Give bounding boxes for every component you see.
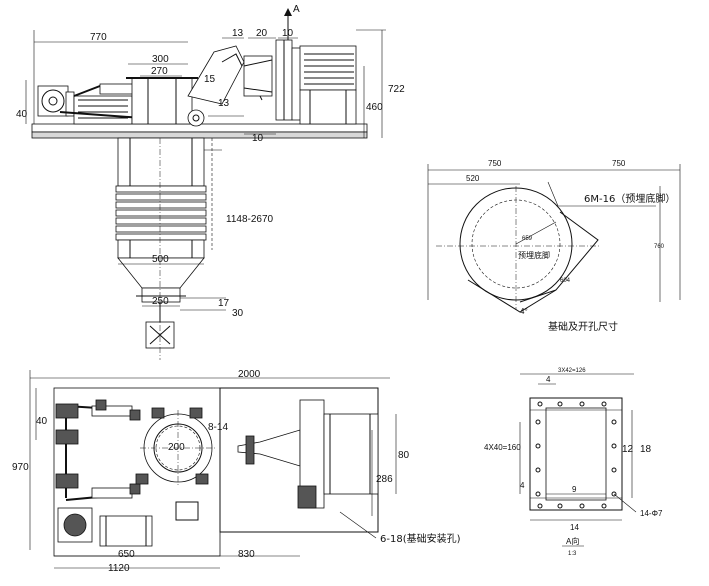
svg-text:4X40=160: 4X40=160: [484, 443, 521, 452]
tower-housing: [131, 77, 193, 125]
svg-text:17: 17: [218, 298, 230, 309]
svg-text:770: 770: [90, 32, 107, 43]
svg-text:2000: 2000: [238, 369, 261, 380]
svg-text:12: 12: [622, 444, 634, 455]
svg-text:14-Φ7: 14-Φ7: [640, 509, 663, 518]
svg-text:830: 830: [238, 549, 255, 560]
view-a: 3X42=126 4 4X40=160 12 18 4 9 14 14-Φ7 A…: [484, 368, 663, 557]
center-label: 预埋底脚: [518, 250, 550, 260]
svg-text:13: 13: [232, 28, 244, 39]
bellows: [115, 185, 207, 241]
right-motor: [299, 45, 357, 91]
svg-text:8-14: 8-14: [208, 422, 228, 433]
svg-text:3X42=126: 3X42=126: [558, 368, 586, 374]
foundation-caption: 基础及开孔尺寸: [548, 320, 618, 333]
svg-text:520: 520: [466, 174, 480, 183]
bolt-label: 6M-16（预埋底脚）: [584, 192, 675, 205]
svg-text:250: 250: [152, 296, 169, 307]
svg-text:4°: 4°: [520, 307, 528, 316]
svg-text:300: 300: [152, 54, 169, 65]
svg-text:9: 9: [572, 485, 577, 494]
bolt-circle: [471, 199, 561, 289]
svg-text:270: 270: [151, 66, 168, 77]
base-frame: [31, 131, 368, 139]
svg-text:604: 604: [560, 278, 571, 284]
svg-text:40: 40: [16, 109, 28, 120]
svg-text:460: 460: [366, 102, 383, 113]
view-a-caption: A向: [566, 536, 579, 546]
mounting-hole-label: 6-18(基础安装孔): [380, 532, 461, 545]
foundation-outline: [519, 211, 599, 303]
view-arrow-label: A: [293, 4, 300, 15]
svg-text:10: 10: [282, 28, 294, 39]
svg-text:500: 500: [152, 254, 169, 265]
svg-text:15: 15: [204, 74, 216, 85]
svg-text:4: 4: [546, 375, 551, 384]
motor-flange: [41, 89, 65, 113]
svg-text:970: 970: [12, 462, 29, 473]
plan-right-motor: [323, 413, 379, 495]
inclined-duct: [187, 45, 245, 105]
svg-text:286: 286: [376, 474, 393, 485]
svg-text:750: 750: [488, 159, 502, 168]
svg-text:14: 14: [570, 523, 579, 532]
svg-text:659: 659: [522, 236, 533, 242]
svg-text:200: 200: [168, 442, 185, 453]
svg-text:18: 18: [640, 444, 652, 455]
pulley: [187, 109, 205, 127]
svg-text:750: 750: [612, 159, 626, 168]
bolt-holes: [535, 401, 617, 509]
view-a-scale: 1:3: [568, 551, 577, 557]
foundation-circle: [459, 187, 573, 301]
svg-text:722: 722: [388, 84, 405, 95]
front-view: A 770 300 270: [16, 4, 405, 360]
foundation-plan: 750 750 520 760 659 604 预埋底脚 6M-16（预埋底脚）…: [427, 159, 681, 333]
svg-text:4: 4: [520, 481, 525, 490]
svg-text:40: 40: [36, 416, 48, 427]
svg-text:30: 30: [232, 308, 244, 319]
flange-outline: [529, 397, 623, 511]
svg-text:13: 13: [218, 98, 230, 109]
plan-view: 2000 40 970 200 8-14: [12, 369, 461, 574]
svg-text:20: 20: [256, 28, 268, 39]
svg-text:80: 80: [398, 450, 410, 461]
svg-text:10: 10: [252, 133, 264, 144]
svg-text:760: 760: [654, 244, 665, 250]
svg-text:1148-2670: 1148-2670: [226, 214, 274, 225]
upper-body: [117, 137, 205, 187]
svg-text:650: 650: [118, 549, 135, 560]
svg-text:1120: 1120: [108, 563, 130, 574]
